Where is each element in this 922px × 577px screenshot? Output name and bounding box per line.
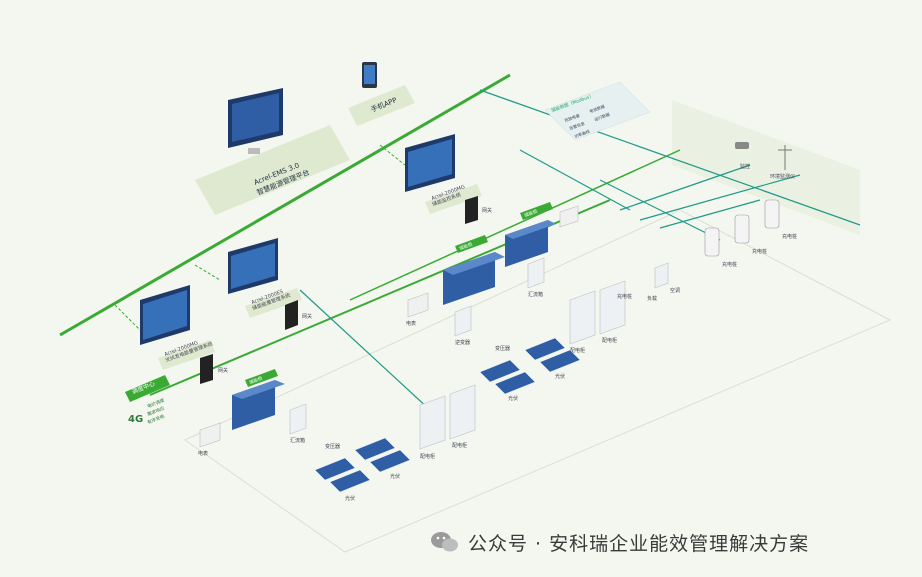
storage-tag-2 [455, 235, 488, 253]
cabinet-4 [599, 280, 626, 335]
air-conditioner [654, 262, 669, 289]
storage-tag-1 [245, 369, 278, 387]
ups-label-2: 变压器 [495, 345, 510, 352]
meter-label-2: 电表 [406, 320, 416, 327]
tertiary-bus-line [349, 149, 681, 301]
misc-label-ac: 空调 [670, 287, 680, 294]
inverter-3 [527, 257, 545, 289]
pv-label-1: 光伏 [345, 495, 355, 502]
subsystem-box-3 [425, 184, 482, 214]
info-item-3: 告警信息 [568, 120, 585, 131]
info-item-2: 电池数据 [588, 103, 605, 114]
main-bus-line [59, 73, 511, 337]
dispatch-center: 调度中心 4G 电价调度 需求响应 有序充电 [125, 375, 170, 426]
charger-area [672, 100, 860, 235]
info-item-1: 充放电量 [563, 112, 580, 123]
info-item-5: 功率曲线 [573, 128, 590, 139]
misc-label-load: 负载 [647, 295, 657, 302]
weather-label: 环境监测仪 [770, 173, 795, 180]
camera-label: 监控 [740, 163, 750, 170]
storage-tag-label-3: 储能柜 [523, 208, 539, 219]
pv-label-2: 光伏 [390, 473, 400, 480]
storage-tag-label-1: 储能柜 [248, 375, 264, 386]
inverter-label-3: 汇流箱 [528, 291, 543, 298]
pv-panels [314, 337, 581, 493]
info-item-4: 运行数据 [593, 111, 610, 122]
cabinet-1 [419, 395, 446, 450]
storage-cabinet-3 [505, 220, 556, 267]
subsystem-monitor-3 [405, 134, 455, 192]
comm-links [299, 89, 861, 411]
inverter-2 [454, 305, 472, 337]
mobile-phone [362, 62, 377, 88]
wechat-icon [430, 530, 460, 554]
ups-label-1: 变压器 [325, 443, 340, 450]
misc-label-charger: 充电桩 [617, 293, 632, 300]
info-box [544, 81, 651, 141]
meter-device [199, 205, 579, 448]
inverter-label-2: 逆变器 [455, 339, 470, 346]
gateway-devices [200, 196, 478, 384]
cabinet-label-2: 配电柜 [452, 442, 467, 449]
pv-label-3: 光伏 [508, 395, 518, 402]
charger-label-2: 充电桩 [752, 248, 767, 255]
watermark: 公众号 · 安科瑞企业能效管理解决方案 [430, 526, 809, 558]
mobile-app-box [348, 85, 415, 126]
charger-label-1: 充电桩 [722, 261, 737, 268]
storage-tag-label-2: 储能柜 [458, 241, 474, 252]
pv-label-4: 光伏 [555, 373, 565, 380]
subsystem-monitor-1 [140, 285, 190, 345]
subsystem-box-2 [245, 288, 302, 318]
platform-box [195, 125, 350, 215]
storage-cabinet-1 [232, 380, 285, 430]
subsystem-box-1 [158, 340, 215, 370]
gateway-label-2: 网关 [302, 313, 312, 320]
weather-station-icon [778, 145, 792, 170]
charger-label-3: 充电桩 [782, 233, 797, 240]
cabinet-label-1: 配电柜 [420, 453, 435, 460]
watermark-text: 公众号 · 安科瑞企业能效管理解决方案 [468, 532, 810, 555]
cabinet-2 [449, 384, 476, 440]
ground-outline [184, 209, 892, 553]
dispatch-4g: 4G [128, 414, 143, 425]
gateway-label-1: 网关 [218, 367, 228, 374]
camera-icon [735, 142, 749, 149]
cabinet-label-3: 配电柜 [570, 347, 585, 354]
storage-tag-3 [520, 202, 553, 220]
ev-chargers [704, 199, 780, 257]
gateway-label-3: 网关 [482, 207, 492, 214]
inverter-label-1: 汇流箱 [290, 437, 305, 444]
dashed-links [114, 144, 406, 331]
cabinet-3 [569, 290, 596, 345]
meter-label-1: 电表 [198, 450, 208, 457]
inverter-1 [289, 403, 307, 435]
platform-monitor [228, 88, 283, 154]
cabinet-label-4: 配电柜 [602, 337, 617, 344]
subsystem-monitor-2 [228, 238, 278, 294]
storage-cabinet-2 [443, 252, 505, 305]
